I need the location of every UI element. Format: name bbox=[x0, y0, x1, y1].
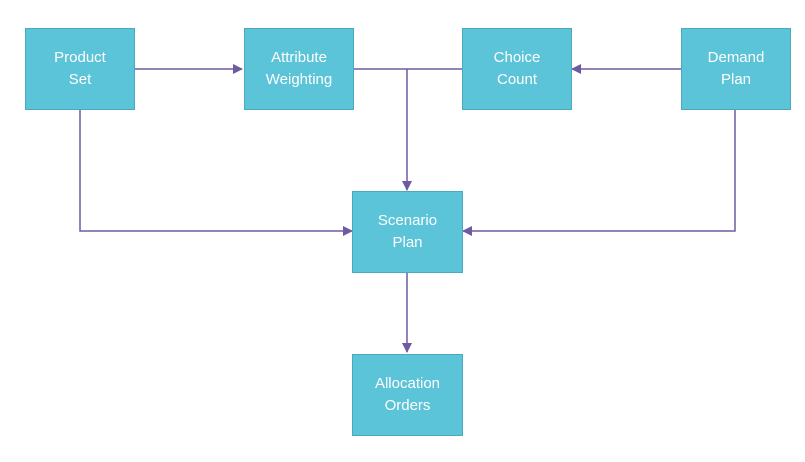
node-attribute-weighting: Attribute Weighting bbox=[244, 28, 354, 110]
node-allocation-orders-line1: Allocation bbox=[374, 375, 441, 392]
node-product-set-line1: Product bbox=[54, 49, 106, 66]
node-allocation-orders-line2: Orders bbox=[384, 397, 431, 414]
node-scenario-plan: Scenario Plan bbox=[352, 191, 463, 273]
node-attribute-weighting-line1: Attribute bbox=[271, 49, 327, 66]
node-product-set-line2: Set bbox=[68, 71, 92, 88]
node-allocation-orders: Allocation Orders bbox=[352, 354, 463, 436]
node-choice-count: Choice Count bbox=[462, 28, 572, 110]
node-scenario-plan-line1: Scenario bbox=[377, 212, 438, 229]
node-choice-count-line2: Count bbox=[496, 71, 538, 88]
node-scenario-plan-line2: Plan bbox=[392, 234, 423, 251]
node-demand-plan: Demand Plan bbox=[681, 28, 791, 110]
node-choice-count-line1: Choice bbox=[493, 49, 541, 66]
node-demand-plan-line2: Plan bbox=[720, 71, 752, 88]
edge-product-set-to-scenario-plan bbox=[79, 109, 353, 236]
node-demand-plan-line1: Demand bbox=[707, 49, 765, 66]
node-attribute-weighting-line2: Weighting bbox=[265, 71, 333, 88]
edge-demand-plan-to-scenario-plan bbox=[462, 109, 736, 236]
node-product-set: Product Set bbox=[25, 28, 135, 110]
